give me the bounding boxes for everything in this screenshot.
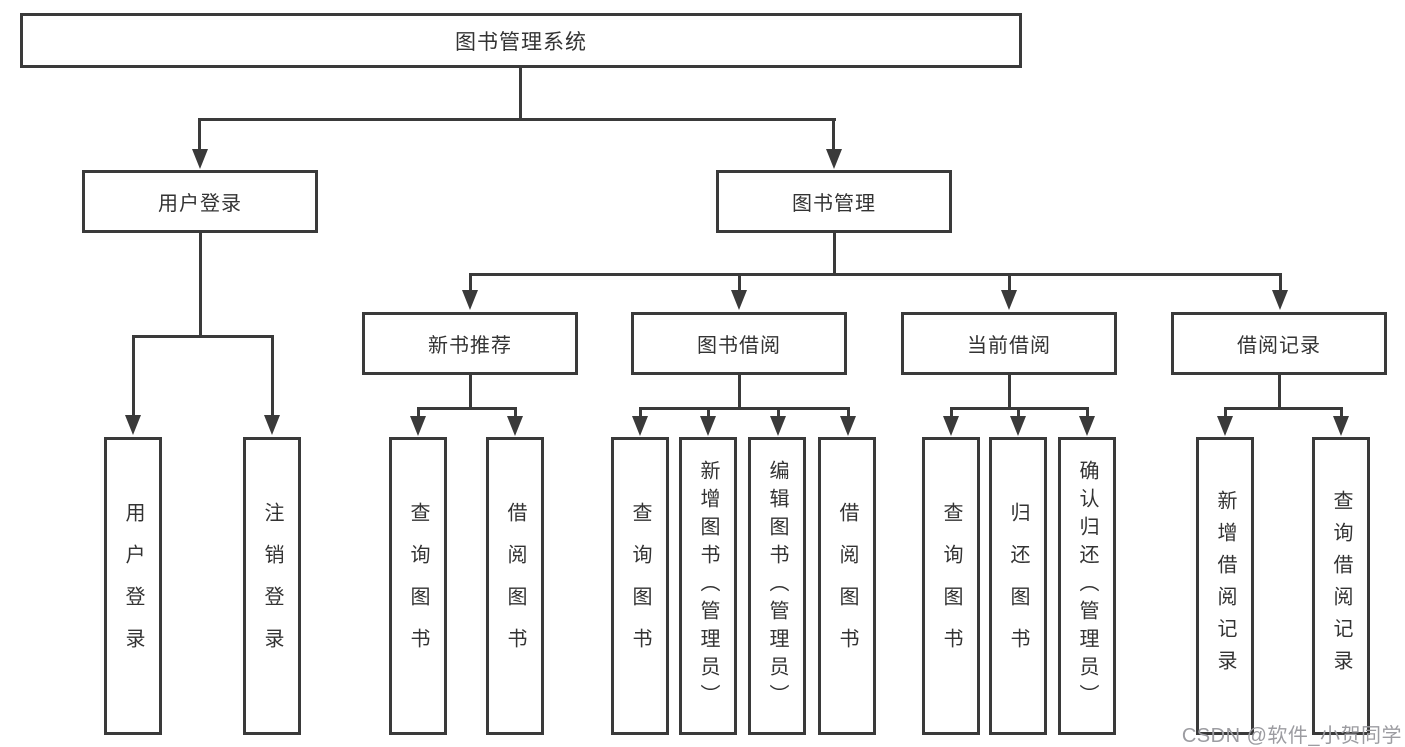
node-label: 当前借阅 — [967, 335, 1051, 357]
node-label: 新书推荐 — [428, 335, 512, 357]
connector-book-mgmt-bar — [469, 273, 1282, 276]
arrowhead-down-icon — [1217, 416, 1233, 436]
node-root: 图书管理系统 — [20, 13, 1022, 68]
arrowhead-down-icon — [410, 416, 426, 436]
leaf-label: 新增图书（管理员） — [697, 460, 719, 712]
connector-line — [777, 407, 780, 417]
node-book-management: 图书管理 — [716, 170, 952, 233]
arrowhead-down-icon — [840, 416, 856, 436]
connector-line — [950, 407, 953, 417]
leaf-label: 新增借阅记录 — [1214, 490, 1236, 682]
leaf-label: 查询图书 — [940, 502, 962, 670]
leaf-label: 借阅图书 — [504, 502, 526, 670]
connector-line — [738, 273, 741, 293]
arrowhead-down-icon — [1001, 290, 1017, 310]
connector-book-mgmt-stem — [833, 233, 836, 275]
arrowhead-down-icon — [507, 416, 523, 436]
leaf-confirm-return-admin: 确认归还（管理员） — [1058, 437, 1116, 735]
leaf-label: 注销登录 — [261, 502, 283, 670]
connector-line — [271, 335, 274, 417]
connector-line — [198, 118, 201, 152]
node-user-login: 用户登录 — [82, 170, 318, 233]
leaf-borrow-books-recommend: 借阅图书 — [486, 437, 544, 735]
leaf-label: 查询借阅记录 — [1330, 490, 1352, 682]
node-book-borrow: 图书借阅 — [631, 312, 847, 375]
connector-line — [1279, 273, 1282, 293]
connector-new-book-stem — [469, 375, 472, 408]
connector-line — [1017, 407, 1020, 417]
leaf-label: 借阅图书 — [836, 502, 858, 670]
leaf-label: 编辑图书（管理员） — [766, 460, 788, 712]
arrowhead-down-icon — [462, 290, 478, 310]
leaf-query-books-current: 查询图书 — [922, 437, 980, 735]
node-label: 借阅记录 — [1237, 335, 1321, 357]
leaf-label: 查询图书 — [407, 502, 429, 670]
arrowhead-down-icon — [632, 416, 648, 436]
connector-new-book-bar — [417, 407, 517, 410]
node-label: 用户登录 — [158, 193, 242, 215]
leaf-label: 归还图书 — [1007, 502, 1029, 670]
connector-line — [1086, 407, 1089, 417]
arrowhead-down-icon — [731, 290, 747, 310]
leaf-label: 查询图书 — [629, 502, 651, 670]
leaf-query-books-borrow: 查询图书 — [611, 437, 669, 735]
node-root-label: 图书管理系统 — [455, 30, 587, 54]
connector-line — [707, 407, 710, 417]
arrowhead-down-icon — [700, 416, 716, 436]
connector-user-login-bar — [132, 335, 274, 338]
connector-line — [469, 273, 472, 293]
connector-line — [847, 407, 850, 417]
connector-line — [1340, 407, 1343, 417]
connector-line — [639, 407, 642, 417]
connector-records-stem — [1278, 375, 1281, 408]
leaf-query-borrow-record: 查询借阅记录 — [1312, 437, 1370, 735]
leaf-edit-books-admin: 编辑图书（管理员） — [748, 437, 806, 735]
arrowhead-down-icon — [1079, 416, 1095, 436]
leaf-borrow-books: 借阅图书 — [818, 437, 876, 735]
arrowhead-down-icon — [192, 149, 208, 169]
watermark: CSDN @软件_小贺同学 — [1181, 725, 1402, 747]
leaf-return-books: 归还图书 — [989, 437, 1047, 735]
leaf-label: 确认归还（管理员） — [1076, 460, 1098, 712]
connector-root-stem — [519, 68, 522, 120]
connector-records-bar — [1224, 407, 1342, 410]
connector-line — [417, 407, 420, 417]
connector-borrow-bar — [639, 407, 849, 410]
arrowhead-down-icon — [1333, 416, 1349, 436]
node-current-borrow: 当前借阅 — [901, 312, 1117, 375]
leaf-label: 用户登录 — [122, 502, 144, 670]
connector-line — [514, 407, 517, 417]
leaf-logout: 注销登录 — [243, 437, 301, 735]
leaf-add-books-admin: 新增图书（管理员） — [679, 437, 737, 735]
arrowhead-down-icon — [125, 415, 141, 435]
arrowhead-down-icon — [826, 149, 842, 169]
leaf-user-login: 用户登录 — [104, 437, 162, 735]
connector-line — [832, 118, 835, 152]
arrowhead-down-icon — [1010, 416, 1026, 436]
node-borrow-records: 借阅记录 — [1171, 312, 1387, 375]
connector-root-bar — [199, 118, 836, 121]
arrowhead-down-icon — [264, 415, 280, 435]
leaf-add-borrow-record: 新增借阅记录 — [1196, 437, 1254, 735]
connector-borrow-stem — [738, 375, 741, 408]
connector-line — [1008, 273, 1011, 293]
connector-line — [132, 335, 135, 417]
connector-current-stem — [1008, 375, 1011, 408]
leaf-query-books-recommend: 查询图书 — [389, 437, 447, 735]
arrowhead-down-icon — [1272, 290, 1288, 310]
arrowhead-down-icon — [770, 416, 786, 436]
connector-user-login-stem — [199, 233, 202, 336]
node-label: 图书借阅 — [697, 335, 781, 357]
connector-line — [1224, 407, 1227, 417]
node-label: 图书管理 — [792, 193, 876, 215]
node-new-book-recommend: 新书推荐 — [362, 312, 578, 375]
arrowhead-down-icon — [943, 416, 959, 436]
